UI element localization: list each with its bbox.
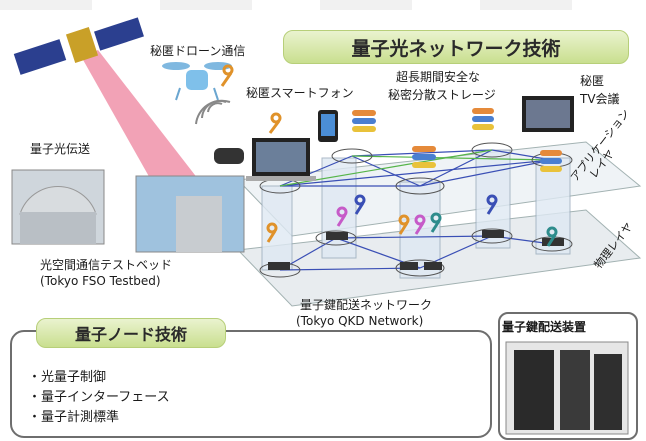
fso-label-line2: (Tokyo FSO Testbed) <box>40 274 161 288</box>
node-tech-item: ・量子インターフェース <box>28 390 170 405</box>
observatory-photo <box>11 169 105 245</box>
node-tech-title-text: 量子ノード技術 <box>74 325 187 344</box>
satellite-icon <box>13 17 144 75</box>
storage-icons <box>352 108 562 172</box>
optical-transmission-label: 量子光伝送 <box>30 142 91 156</box>
qkd-device-panel <box>498 312 638 440</box>
page-title: 量子光ネットワーク技術 <box>283 30 629 64</box>
drone-label: 秘匿ドローン通信 <box>150 44 246 58</box>
rooftop-photo <box>135 175 245 253</box>
tv-icon <box>522 96 574 132</box>
wifi-icon <box>195 99 231 125</box>
qkd-network-label-line1: 量子鍵配送ネットワーク <box>300 298 433 312</box>
node-tech-list: ・光量子制御 ・量子インターフェース ・量子計測標準 <box>28 368 170 428</box>
application-nodes <box>259 142 573 195</box>
smartphone-label: 秘匿スマートフォン <box>246 86 354 100</box>
node-tech-panel <box>10 330 492 438</box>
controller-icon <box>214 148 244 164</box>
drone-icon <box>162 62 232 101</box>
optical-beam <box>82 50 205 196</box>
key-icon <box>220 64 282 134</box>
qkd-device-photo <box>505 341 629 435</box>
top-strip <box>0 0 646 10</box>
laptop-icon <box>246 138 316 181</box>
tv-label-line1: 秘匿 <box>580 74 605 88</box>
key-icons <box>266 194 558 247</box>
node-tech-item: ・量子計測標準 <box>28 410 120 425</box>
storage-label-line2: 秘密分散ストレージ <box>388 88 496 102</box>
qkd-device-label: 量子鍵配送装置 <box>502 320 587 334</box>
page-title-text: 量子光ネットワーク技術 <box>351 37 561 60</box>
qkd-network-label-line2: (Tokyo QKD Network) <box>296 314 424 328</box>
tv-label-line2: TV会議 <box>580 92 620 106</box>
qkd-device-icons <box>268 230 564 270</box>
fso-label-line1: 光空間通信テストベッド <box>40 258 173 272</box>
node-tech-title: 量子ノード技術 <box>36 318 226 348</box>
storage-label-line1: 超長期間安全な <box>396 70 481 84</box>
node-tech-item: ・光量子制御 <box>28 370 107 385</box>
application-links <box>279 149 553 187</box>
